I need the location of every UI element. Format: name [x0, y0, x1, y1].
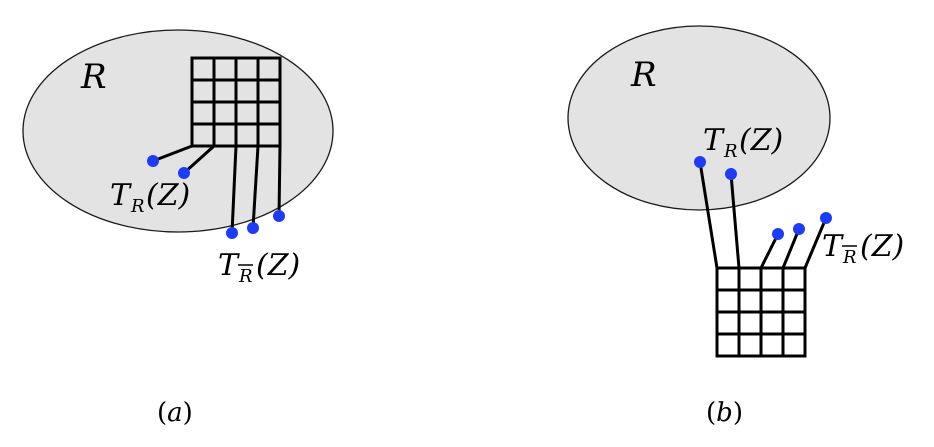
grid-minor: [715, 266, 807, 358]
connector-edges: [151, 144, 282, 235]
terminal-node: [226, 227, 238, 239]
panel-b: R T R: [567, 25, 904, 428]
inner-terminals-label: T R (Z): [110, 178, 190, 217]
svg-text:R: R: [723, 141, 738, 162]
terminal-node: [820, 212, 832, 224]
terminals: [694, 156, 832, 240]
terminal-node: [178, 167, 190, 179]
connector-edges: [698, 160, 828, 270]
outer-terminals-label: T R (Z): [822, 229, 904, 268]
grid-minor: [190, 56, 282, 148]
inner-terminals-label: T R (Z): [703, 123, 783, 162]
svg-text:(Z): (Z): [860, 229, 904, 264]
svg-text:(Z): (Z): [739, 123, 783, 158]
svg-text:T: T: [218, 248, 240, 283]
terminals: [147, 155, 285, 239]
svg-text:R: R: [238, 266, 253, 287]
terminal-node: [247, 222, 259, 234]
svg-text:(Z): (Z): [256, 248, 300, 283]
terminal-node: [147, 155, 159, 167]
terminal-node: [725, 168, 737, 180]
region-r-ellipse: [567, 25, 831, 211]
svg-text:T: T: [110, 178, 132, 213]
svg-text:R: R: [130, 196, 145, 217]
caption-b: (b): [706, 398, 743, 428]
outer-terminals-label: T R (Z): [218, 248, 300, 287]
terminal-node: [273, 210, 285, 222]
region-r-label: R: [630, 55, 657, 95]
svg-text:R: R: [842, 247, 857, 268]
terminal-node: [772, 228, 784, 240]
svg-text:(Z): (Z): [146, 178, 190, 213]
svg-text:T: T: [822, 229, 844, 264]
caption-a: (a): [157, 398, 193, 428]
panel-a: R T R: [22, 29, 334, 428]
terminal-node: [793, 223, 805, 235]
terminal-node: [694, 156, 706, 168]
region-r-label: R: [80, 57, 107, 97]
svg-text:T: T: [703, 123, 725, 158]
